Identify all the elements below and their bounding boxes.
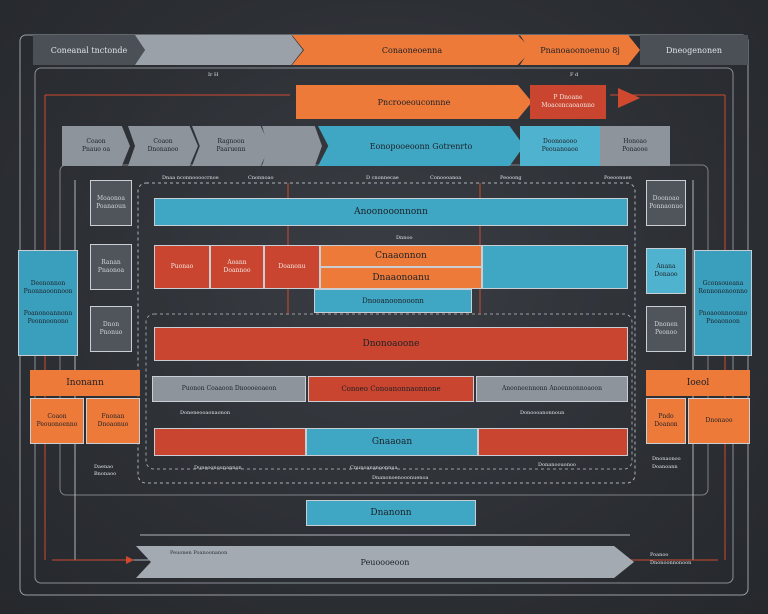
center-gray-right-sub: Donoooanonnoun [520, 410, 565, 416]
center-red-bottom-right [478, 428, 628, 456]
header-step-3: Conaoneoenna [292, 35, 532, 65]
row-label: Duneoonounannon [194, 465, 242, 471]
row-label: Dnaa nconnoooocrnoe [162, 175, 219, 181]
center-orange-top: Cnaaonnon [320, 245, 482, 267]
row-label: Peooong [500, 175, 522, 181]
center-orange-bottom: Dnaaonoanu [320, 267, 482, 289]
footer-right-a: Poanoo [650, 552, 669, 558]
center-blue-right [482, 245, 628, 289]
right-orange-title: Ioeol [646, 370, 750, 396]
center-gray-left: Puonon Coaaoon Dnoooeoaeon [152, 376, 306, 402]
row-label: Donanoouonoo [538, 462, 576, 468]
right-note-b: Doanoann [652, 464, 678, 470]
left-orange-title: Inonann [30, 370, 140, 396]
right-box-1: Doonoao Ponnaonuo [646, 180, 686, 226]
row-label: D cnonnecae [366, 175, 399, 181]
center-red-wide: Dnonoaoone [154, 327, 628, 361]
header-step-4: Pnanoaoonoenuo 8j [520, 35, 640, 65]
row-label: Bnonaoo [94, 471, 117, 477]
row-label: Poeoonuen [604, 175, 632, 181]
center-blue-small: Dnooanoonooonn [314, 289, 472, 313]
right-orange-cell-2: Dnonaoo [688, 398, 750, 444]
footer-left-label: Peuonen Poanoonanon [170, 550, 228, 556]
header-step-1: Coneanal tnctonde [33, 35, 145, 65]
row-label: Daenao [94, 464, 114, 470]
center-blue-mid: Gnaaoan [306, 428, 478, 456]
row-label: Cnunoananoonnua [350, 465, 398, 471]
row-label: Conoooanoa [430, 175, 462, 181]
center-blue-bar: Anoonooonnonn [154, 198, 628, 226]
gray-flow-step-4 [262, 126, 322, 166]
center-gray-left-sub: Doneneooaonaonon [180, 410, 231, 416]
center-gray-right: Anooneennonn Anoennonnoaoon [476, 376, 628, 402]
top-mark-a: Ir H [208, 72, 219, 78]
center-red-cell-3: Doanonu [264, 245, 320, 289]
center-mini-label: Dnnoo [396, 235, 413, 241]
header-step-5: Dneogenonen [640, 35, 748, 65]
center-red-mid: Conoeo Conoanonnaonnone [308, 376, 474, 402]
right-note-a: Dnonaonoo [652, 456, 681, 462]
row-label: Cnonnoao [248, 175, 274, 181]
row-label: Dnanonoenooonuenoa [372, 475, 429, 481]
gray-flow-main: Eonopooeoonn Gotrenrto [318, 126, 524, 166]
top-mark-b: F d [570, 72, 579, 78]
footer-right-b: Dnonoonnonoon [650, 560, 692, 566]
header-step-2 [135, 35, 303, 65]
orange-banner: Pncrooeouconnne [296, 85, 532, 119]
center-red-bottom-left [154, 428, 306, 456]
footer-flow: Peuoooeoon [136, 546, 634, 578]
center-blue-bottom: Dnanonn [306, 500, 476, 526]
center-red-cell-1: Puonao [154, 245, 210, 289]
